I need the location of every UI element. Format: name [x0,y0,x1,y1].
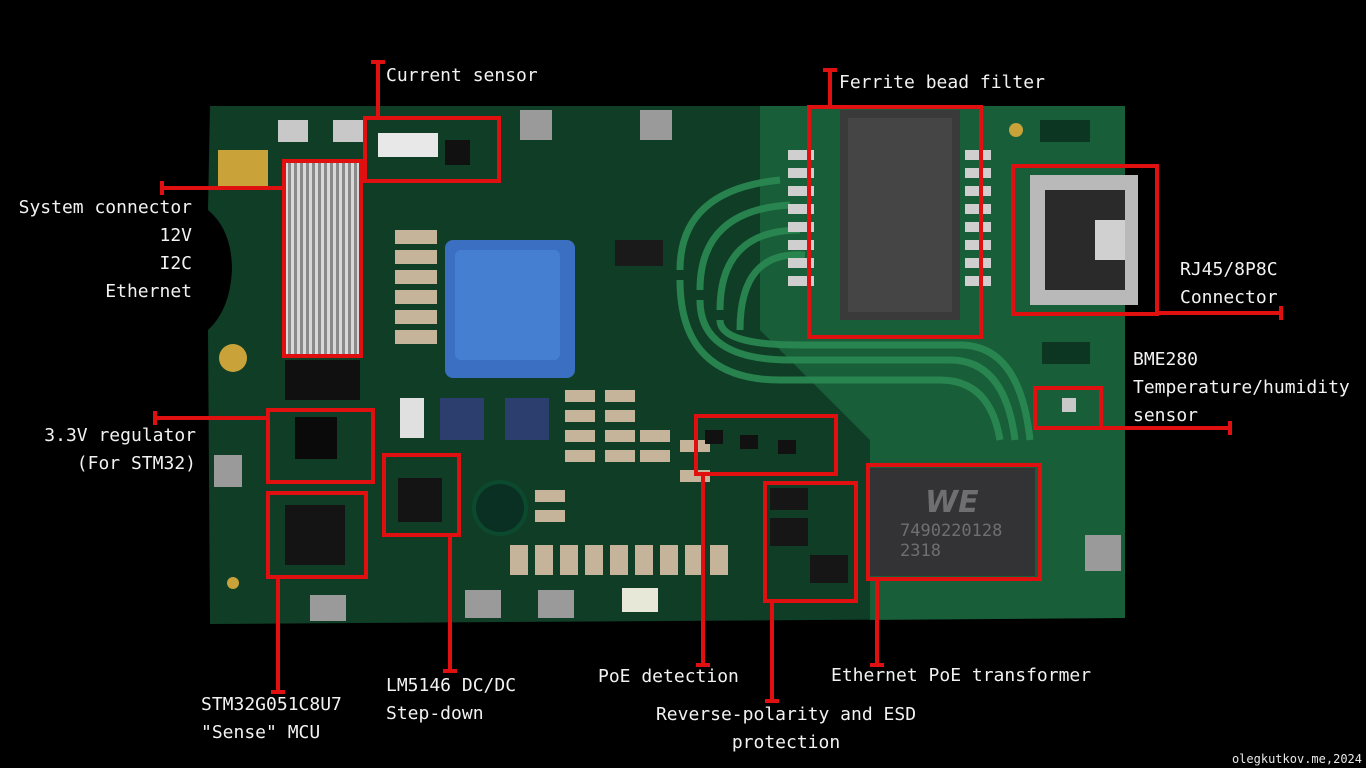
box-reverse-polarity [763,481,858,603]
credit-text: olegkutkov.me,2024 [1231,752,1362,766]
we-logo: WE [925,485,979,520]
box-regulator [266,408,375,484]
label-bme280: BME280 Temperature/humidity sensor [1133,349,1350,426]
transformer-body [870,468,1035,576]
box-stm32 [266,491,368,579]
box-transformer [866,463,1042,581]
box-ferrite-bead [807,105,983,339]
label-poe-detection: PoE detection [598,666,739,687]
components: WE 7490220128 2318 [214,110,1138,621]
box-lm5146 [382,453,461,537]
box-bme280 [1033,386,1103,430]
label-rj45-connector: RJ45/8P8C Connector [1180,259,1278,308]
box-system-connector [282,159,363,358]
box-current-sensor [363,116,501,183]
transformer-part-number: 7490220128 [900,521,1002,541]
label-system-connector: System connector 12V I2C Ethernet [18,197,192,302]
annotations [153,60,1283,703]
label-reverse-polarity: Reverse-polarity and ESD protection [655,704,917,753]
label-ethernet-transformer: Ethernet PoE transformer [831,665,1092,686]
label-stm32: STM32G051C8U7 "Sense" MCU [201,694,342,743]
label-lm5146: LM5146 DC/DC Step-down [386,675,517,724]
label-ferrite-bead-filter: Ferrite bead filter [839,72,1045,93]
label-current-sensor: Current sensor [386,65,538,86]
transformer-date-code: 2318 [900,541,941,561]
box-poe-detection [694,414,838,476]
label-regulator-33v: 3.3V regulator (For STM32) [44,425,196,474]
box-rj45 [1011,164,1159,316]
qr-code [218,150,268,190]
system-connector-body [285,160,360,356]
